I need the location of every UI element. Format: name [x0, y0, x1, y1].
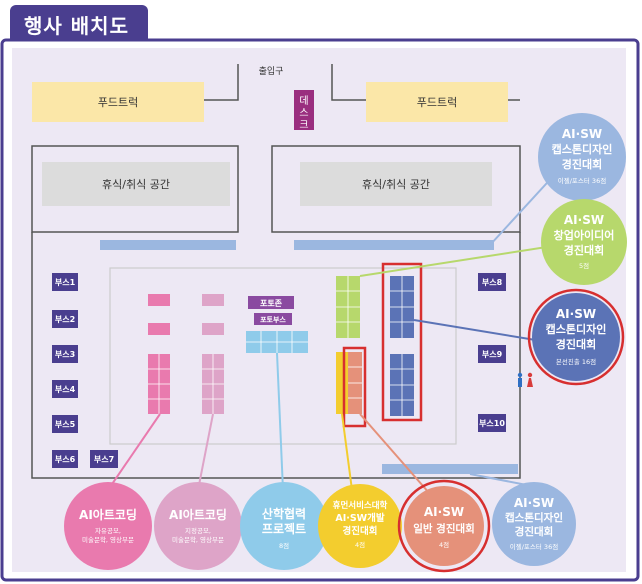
display-bar-bottom	[382, 464, 518, 474]
svg-text:AI·SW: AI·SW	[556, 307, 596, 321]
svg-text:AI·SW: AI·SW	[564, 213, 604, 227]
booth-4-label: 부스4	[55, 385, 76, 394]
restroom-icon	[517, 372, 533, 387]
svg-text:경진대회: 경진대회	[562, 157, 602, 171]
svg-text:경진대회: 경진대회	[564, 243, 604, 257]
display-bar-right	[294, 240, 494, 250]
rest-room-right	[271, 145, 521, 233]
booth-2	[52, 310, 78, 328]
rest-room-left	[31, 145, 239, 233]
booth-6	[52, 450, 78, 468]
svg-text:AI·SW: AI·SW	[424, 505, 464, 519]
callout-capstone-bottom: AI·SW 캡스톤디자인 경진대회 이젤/포스터 36점	[492, 482, 576, 566]
callout-startup: AI·SW 창업아이디어 경진대회 5점	[541, 199, 627, 285]
booth-7-label: 부스7	[94, 455, 114, 464]
rest-area-left	[42, 162, 230, 206]
connector-lines	[107, 159, 569, 495]
exhibit-zone	[109, 267, 457, 445]
svg-text:일반 경진대회: 일반 경진대회	[413, 522, 475, 535]
booth-6-label: 부스6	[55, 455, 76, 464]
svg-text:4점: 4점	[355, 541, 365, 549]
svg-text:지정공모,: 지정공모,	[185, 526, 211, 535]
food-truck-left	[32, 82, 204, 122]
svg-text:8점: 8점	[279, 542, 289, 550]
callout-ai-art-2: AI아트코딩 지정공모, 미술문학, 영상부문	[154, 482, 242, 570]
general-contest-highlight	[342, 346, 367, 428]
panel-grid-lines	[148, 354, 224, 414]
svg-text:휴먼서비스대학: 휴먼서비스대학	[333, 500, 388, 511]
booth-3-label: 부스3	[55, 350, 75, 359]
booth-7	[90, 450, 118, 468]
callout-capstone-finalist: AI·SW 캡스톤디자인 경진대회 본선진출 16점	[527, 288, 625, 386]
svg-text:경진대회: 경진대회	[515, 525, 554, 538]
callout-capstone-top: AI·SW 캡스톤디자인 경진대회 이젤/포스터 36점	[538, 113, 626, 201]
svg-text:본선진출 16점: 본선진출 16점	[556, 357, 596, 366]
title-tab: 행사 배치도	[10, 5, 148, 43]
booth-4	[52, 380, 78, 398]
svg-text:이젤/포스터 36점: 이젤/포스터 36점	[558, 176, 606, 185]
desk-char-3: 크	[299, 120, 308, 131]
rest-area-right-label: 휴식/취식 공간	[362, 178, 430, 191]
booth-1-label: 부스1	[55, 278, 76, 287]
svg-text:4점: 4점	[439, 541, 449, 549]
human-service-panel	[336, 352, 348, 414]
booth-9	[478, 345, 506, 363]
photo-zone-label: 포토존	[260, 299, 283, 308]
booth-8	[478, 273, 506, 291]
svg-text:캡스톤디자인: 캡스톤디자인	[546, 322, 607, 336]
svg-text:미술문학, 영상부문: 미술문학, 영상부문	[82, 535, 134, 544]
svg-text:AI아트코딩: AI아트코딩	[169, 507, 227, 522]
photo-zone	[248, 296, 294, 309]
svg-text:경진대회: 경진대회	[556, 337, 596, 351]
photo-booth-label: 포토부스	[260, 315, 286, 324]
callout-ai-art-1: AI아트코딩 자유공모, 미술문학, 영상부문	[64, 482, 152, 570]
booth-10-label: 부스10	[479, 419, 505, 428]
entrance-label: 출입구	[259, 65, 284, 77]
booth-9-label: 부스9	[482, 350, 503, 359]
booth-column-right: 부스8 부스9 부스10	[478, 273, 506, 432]
hall-wall	[31, 232, 521, 479]
desk	[294, 90, 314, 130]
svg-text:자유공모,: 자유공모,	[95, 526, 121, 535]
svg-text:프로젝트: 프로젝트	[262, 521, 306, 536]
display-bar-left	[100, 240, 236, 250]
svg-text:창업아이디어: 창업아이디어	[554, 228, 615, 242]
svg-text:AI아트코딩: AI아트코딩	[79, 507, 137, 522]
svg-text:캡스톤디자인: 캡스톤디자인	[552, 142, 613, 156]
booth-2-label: 부스2	[55, 315, 75, 324]
rest-area-right	[300, 162, 492, 206]
rest-area-left-label: 휴식/취식 공간	[102, 178, 170, 191]
svg-text:산학협력: 산학협력	[262, 506, 306, 521]
svg-text:AI·SW개발: AI·SW개발	[335, 512, 385, 524]
svg-text:5점: 5점	[579, 262, 589, 270]
desk-char-2: 스	[299, 107, 308, 119]
capstone-highlight	[381, 262, 423, 422]
callout-human-service: 휴먼서비스대학 AI·SW개발 경진대회 4점	[318, 484, 402, 568]
svg-text:미술문학, 영상부문: 미술문학, 영상부문	[172, 535, 224, 544]
booth-column-left: 부스1 부스2 부스3 부스4 부스5 부스6 부스7	[52, 273, 118, 468]
svg-text:캡스톤디자인: 캡스톤디자인	[505, 511, 563, 524]
svg-text:AI·SW: AI·SW	[514, 496, 554, 510]
food-truck-right	[366, 82, 508, 122]
booth-10	[478, 414, 506, 432]
food-truck-left-label: 푸드트럭	[98, 96, 138, 109]
booth-3	[52, 345, 78, 363]
booth-5-label: 부스5	[55, 420, 76, 429]
svg-text:이젤/포스터 36점: 이젤/포스터 36점	[510, 542, 558, 551]
callout-industry-project: 산학협력 프로젝트 8점	[240, 482, 328, 570]
callout-general-contest: AI·SW 일반 경진대회 4점	[397, 479, 491, 573]
photo-booth	[254, 313, 292, 325]
booth-8-label: 부스8	[482, 278, 503, 287]
desk-char-1: 데	[299, 95, 308, 107]
svg-text:AI·SW: AI·SW	[562, 127, 602, 141]
food-truck-right-label: 푸드트럭	[417, 96, 457, 109]
svg-text:경진대회: 경진대회	[343, 525, 378, 537]
booth-5	[52, 415, 78, 433]
booth-1	[52, 273, 78, 291]
page-title: 행사 배치도	[24, 14, 129, 38]
